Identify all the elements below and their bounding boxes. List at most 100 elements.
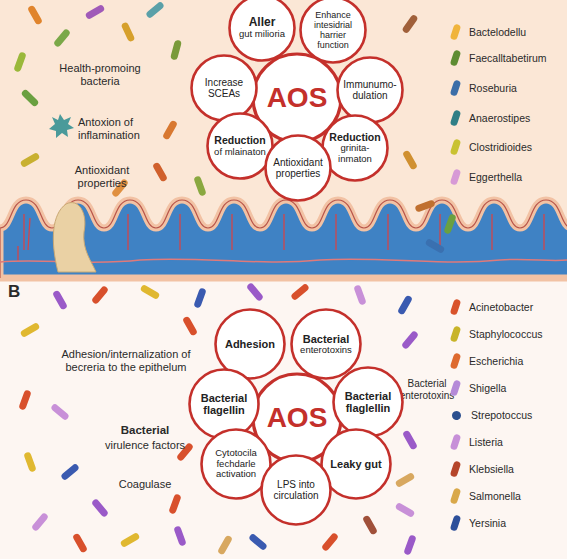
circle-text-box: Bacterial flagellin	[195, 392, 253, 417]
circle-text-box: Leaky gut	[327, 458, 385, 470]
effect-circle: Reductionof mlainaton	[206, 112, 274, 180]
effect-heading: Increase SCEAs	[196, 77, 251, 99]
circle-shape	[292, 310, 361, 379]
annotation-text: Bacterial enterotoxins	[398, 378, 456, 402]
bacterium	[145, 1, 165, 19]
legend-swatch	[450, 487, 462, 504]
effect-heading: Reduction	[214, 135, 265, 147]
legend-text: Acinetobacter	[469, 301, 533, 313]
bacterium	[414, 199, 435, 212]
effect-circle: Bacterialenterotoxins	[290, 308, 362, 380]
annotation-text: virulence factors	[90, 439, 200, 452]
bacterium	[182, 316, 198, 337]
capillaries	[18, 214, 544, 262]
circle-shape	[202, 430, 271, 499]
legend-text: Salmonella	[469, 490, 521, 502]
bacterium	[353, 284, 366, 305]
inflammation-icon	[49, 114, 74, 138]
bacterium	[162, 120, 178, 141]
bacterium	[91, 285, 109, 305]
legend-item: Yersinia	[452, 514, 506, 532]
circle-shape	[322, 430, 391, 499]
effect-circle: Bacterial flaglellin	[332, 366, 404, 438]
circle-text-box: AOS	[256, 82, 339, 113]
legend-item: Salmonella	[452, 487, 521, 505]
effect-circle: LPS into circulation	[260, 454, 332, 526]
effect-circle: Enhance intesidrial harrier function	[299, 0, 367, 64]
legend-item: Strepotoccus	[452, 406, 532, 424]
annotation-text: Health-promoing bacteria	[50, 62, 150, 88]
effect-circle: Bacterial flagellin	[188, 368, 260, 440]
legend-text: Yersinia	[469, 517, 506, 529]
legend-item: Bactelodellu	[452, 23, 526, 41]
annotation-text: Coagulase	[100, 478, 190, 491]
effect-heading: Enhance intesidrial harrier function	[305, 10, 360, 50]
legend-text: Listeria	[469, 436, 503, 448]
legend-swatch	[450, 138, 462, 155]
legend-item: Anaerostipes	[452, 109, 530, 127]
effect-heading: Cytotocila fechdarle activation	[207, 448, 265, 480]
legend-swatch	[450, 79, 462, 96]
bacterium	[20, 152, 41, 168]
legend-text: Escherichia	[469, 355, 523, 367]
circle-text-box: Bacterial flaglellin	[339, 390, 397, 415]
mucus-crypt	[53, 203, 96, 272]
legend-text: Roseburia	[469, 82, 517, 94]
annotation-text: Antioxidant properties	[58, 164, 146, 190]
circle-shape	[230, 0, 295, 61]
legend-text: Bactelodellu	[469, 26, 526, 38]
legend-swatch	[450, 514, 462, 531]
legend-item: Acinetobacter	[452, 298, 533, 316]
bacterium	[18, 389, 31, 410]
legend-swatch	[450, 49, 462, 66]
legend-item: Eggerthella	[452, 168, 522, 186]
central-label: AOS	[267, 402, 328, 433]
bacterium	[168, 493, 181, 514]
bacterium	[121, 21, 136, 42]
circle-text-box: Allergut milioria	[234, 16, 289, 40]
bacterium	[362, 515, 378, 536]
legend-text: Shigella	[469, 382, 506, 394]
bacterium	[53, 28, 71, 48]
legend-swatch	[450, 460, 462, 477]
bacterium	[85, 4, 106, 20]
legend-item: Roseburia	[452, 79, 517, 97]
bacterium	[170, 39, 182, 60]
bacterium	[443, 213, 456, 234]
legend-swatch	[450, 379, 462, 396]
legend-swatch	[450, 109, 462, 126]
circle-text-box: Immunumo- dulation	[342, 79, 397, 101]
bacterium	[402, 150, 418, 171]
effect-circle: Increase SCEAs	[190, 54, 258, 122]
bacterium	[72, 533, 88, 554]
bacterium	[23, 451, 36, 472]
effect-heading: Aller	[249, 16, 276, 29]
bacterium	[91, 498, 109, 518]
effect-heading: LPS into circulation	[267, 479, 325, 501]
annotation-text: Bacterial	[105, 424, 185, 438]
effect-heading: Adhesion	[225, 338, 275, 350]
circle-shape	[323, 116, 388, 181]
effect-heading: Bacterial	[303, 333, 349, 345]
legend-swatch	[450, 298, 462, 315]
bacterium	[31, 512, 49, 532]
effect-circle: Allergut milioria	[228, 0, 296, 62]
effect-heading: Bacterial flaglellin	[339, 390, 397, 415]
legend-text: Faecalltabetirum	[469, 52, 547, 64]
circle-shape	[262, 456, 331, 525]
circle-text-box: Cytotocila fechdarle activation	[207, 448, 265, 480]
annotation-text: Antoxion of inflamination	[78, 116, 168, 142]
circle-shape	[301, 0, 366, 63]
effect-text: gut milioria	[239, 29, 285, 40]
legend-text: Staphylococcus	[469, 328, 543, 340]
legend-item: Klebsiella	[452, 460, 514, 478]
legend-item: Clostridioides	[452, 138, 532, 156]
legend-item: Staphylococcus	[452, 325, 543, 343]
bacterium	[193, 175, 206, 196]
bacterium	[120, 532, 141, 548]
circle-text-box: Reductiongrinita- inmaton	[327, 132, 382, 165]
bacterium	[13, 51, 26, 72]
bacterium	[290, 283, 310, 301]
circle-shape	[192, 56, 257, 121]
